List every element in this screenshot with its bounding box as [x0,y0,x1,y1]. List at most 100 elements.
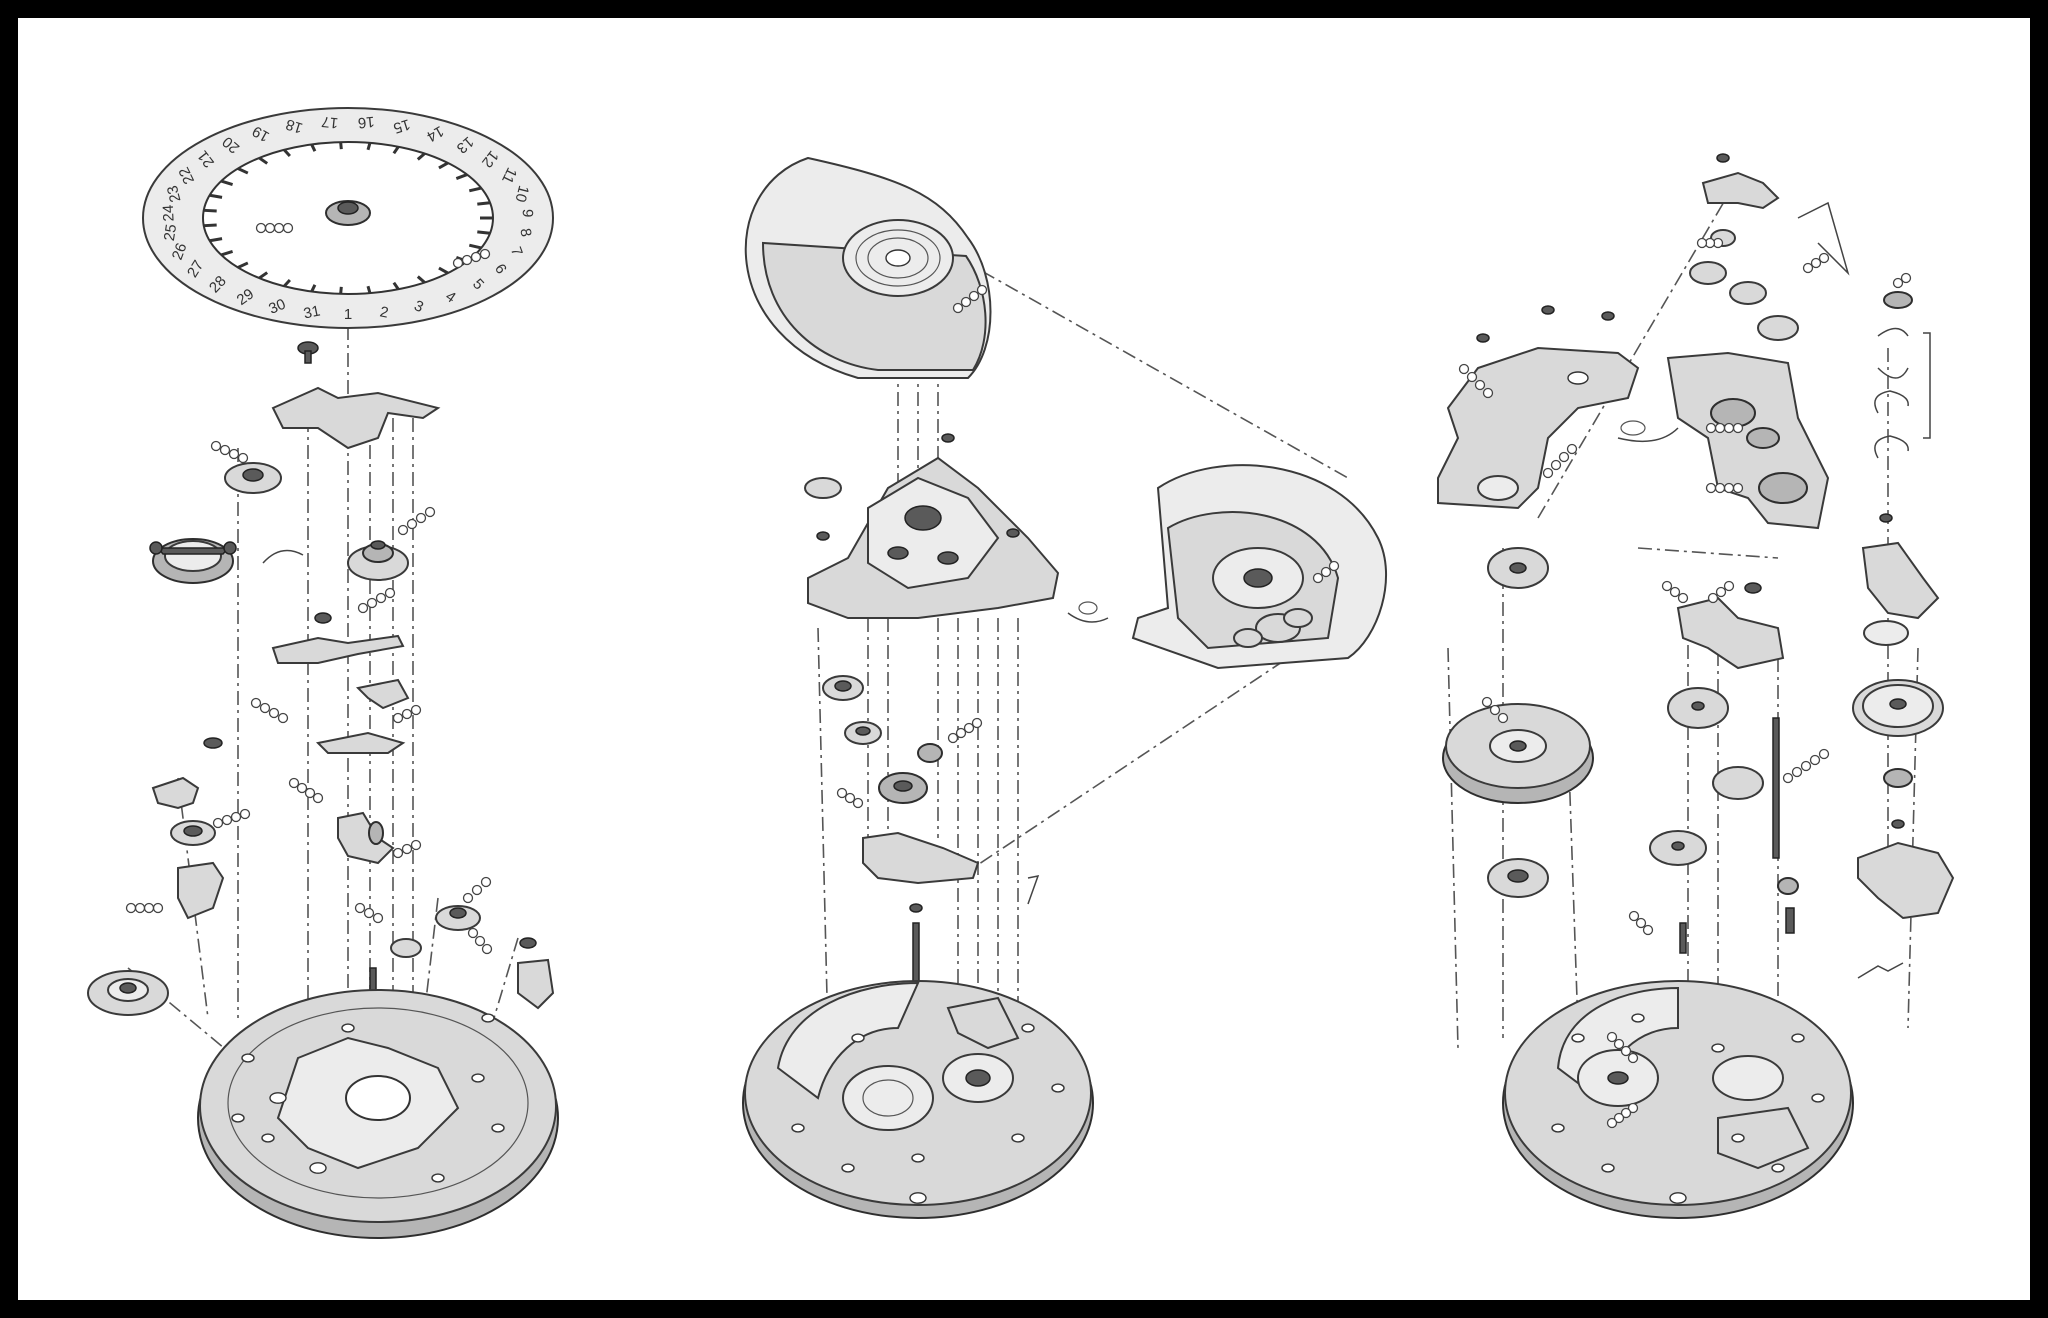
balance-wheel [1852,679,1944,737]
screw-icon [1891,819,1905,829]
yoke-lever [271,634,405,664]
detent-plate [517,958,555,1010]
center-wheel [1487,858,1549,898]
balance-cock-stud [1863,620,1909,646]
right-mainplate [1502,980,1854,1219]
sliding-pinion [1785,907,1795,934]
pin [1679,922,1687,954]
rotor-detail-view [1131,464,1387,670]
date-number-label: 1 [344,306,352,323]
screw-icon [909,903,923,913]
spring-icon [1027,875,1040,905]
mainspring-barrel [1442,703,1594,804]
rotation-arrow-icon [1617,427,1679,443]
reverser-wheel [347,540,409,581]
date-number-label: 27 [184,257,207,280]
date-number-label: 24 [160,204,178,222]
reversing-wheel-2 [844,721,882,745]
ball-bearing-wheel [149,538,237,584]
spring-icon [1797,201,1850,276]
screw-icon [1476,333,1490,343]
date-number-label: 29 [234,285,257,308]
setting-lever [355,678,410,710]
date-number-label: 22 [176,164,199,186]
screw-icon [519,937,537,949]
date-number-label: 14 [424,122,447,145]
screw-icon [816,531,830,541]
sliding-pinion [435,905,481,931]
third-wheel-lower [1649,830,1707,866]
pallet-bridge [1857,841,1955,920]
date-jumper-bridge [271,386,441,450]
screw-icon [1879,513,1893,523]
date-number-label: 23 [164,184,185,204]
screw-icon [314,612,332,624]
third-wheel [1757,315,1799,341]
date-number-label: 31 [302,303,322,323]
rotation-arrow-icon [1067,612,1109,623]
fourth-wheel [1712,766,1764,800]
rotation-arrow-icon [262,549,304,564]
date-number-label: 25 [161,223,180,242]
date-number-label: 8 [516,227,534,238]
hour-wheel [87,970,169,1016]
reverser-bridge [862,831,980,885]
date-number-label: 12 [478,147,502,171]
cannon-pinion-bridge [177,861,225,920]
screw-icon [1006,528,1020,538]
date-number-label: 30 [266,296,288,318]
reversing-wheel-1 [822,675,864,701]
minute-wheel [170,820,216,846]
date-number-label: 9 [519,209,536,218]
hour-wheel-lever [337,811,395,865]
fourth-wheel-bridge [1676,596,1785,670]
setting-lever-spring [151,776,200,810]
escape-wheel [1667,687,1729,729]
winding-pinion [390,938,422,958]
automatic-bridge [807,456,1060,619]
screw-icon [1541,305,1555,315]
lubrication-callouts [125,222,1912,1129]
date-number-label: 18 [284,115,305,136]
screw-icon [941,433,955,443]
date-number-label: 10 [511,184,532,204]
winding-stem [1772,717,1780,859]
left-mainplate [197,989,559,1239]
winding-wheel [1729,281,1767,305]
screw-icon [203,737,223,749]
spring-stack [1874,291,1931,459]
middle-mainplate [742,980,1094,1219]
train-bridge [1666,351,1830,530]
date-number-label: 11 [498,165,520,186]
pallet-fork-icon [1857,962,1904,979]
reduction-pinion [917,743,943,763]
balance-bridge [1861,541,1940,620]
date-number-label: 21 [194,147,218,171]
intermediate-date-wheel [224,462,282,494]
barrel-drum [1487,547,1549,589]
click-spring [1701,171,1780,210]
screw-icon [1716,153,1730,163]
screw-icon [1744,582,1762,594]
date-number-label: 17 [321,113,339,132]
reduction-wheel [804,477,842,499]
date-number-label: 15 [391,115,412,136]
date-number-label: 19 [249,122,272,145]
screw-icon [1601,311,1615,321]
middle-assembly [742,156,1387,1219]
transmission-wheel [878,772,928,804]
clutch-wheel [1777,877,1799,895]
right-assembly [1437,153,1955,1219]
ratchet-wheel [1689,261,1727,285]
pinion [368,821,384,845]
date-number-label: 16 [357,113,375,132]
clutch-lever [315,731,406,754]
date-number-label: 2 [378,303,390,321]
oscillating-rotor [744,156,992,379]
date-number-label: 26 [169,241,191,263]
hairspring-collet [1883,768,1913,788]
